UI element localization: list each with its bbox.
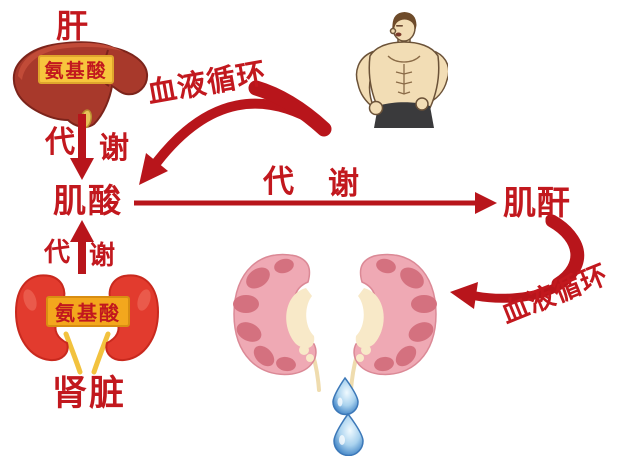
amino-acid-text: 氨基酸 (44, 61, 108, 82)
amino-acid-label-kidney: 氨基酸 (46, 296, 130, 327)
arrow-kidney-to-creatine (70, 220, 94, 274)
kidneys-anatomy-icon (233, 252, 439, 392)
creatine-label: 肌酸 (53, 182, 123, 219)
metabolism-liver-char2: 谢 (99, 132, 129, 165)
metabolism-horizontal-char2: 谢 (328, 166, 359, 201)
metabolism-kidney-char2: 谢 (89, 240, 116, 270)
metabolism-kidney-char1: 代 (44, 237, 71, 267)
metabolism-liver-char1: 代 (45, 126, 75, 159)
amino-acid-label-liver: 氨基酸 (38, 55, 114, 84)
kidney-title: 肾脏 (52, 374, 127, 413)
metabolism-horizontal-char1: 代 (263, 164, 294, 199)
water-drop-icon (332, 376, 364, 456)
muscle-man-icon (355, 12, 448, 128)
amino-acid-text: 氨基酸 (55, 303, 121, 325)
arrow-creatine-to-creatinine (134, 192, 497, 214)
arrow-blood-circulation-top (139, 80, 332, 185)
liver-title: 肝 (56, 8, 89, 44)
creatinine-label: 肌酐 (503, 184, 571, 221)
arrow-blood-circulation-right (450, 214, 585, 309)
arrow-liver-to-creatine (70, 114, 94, 180)
